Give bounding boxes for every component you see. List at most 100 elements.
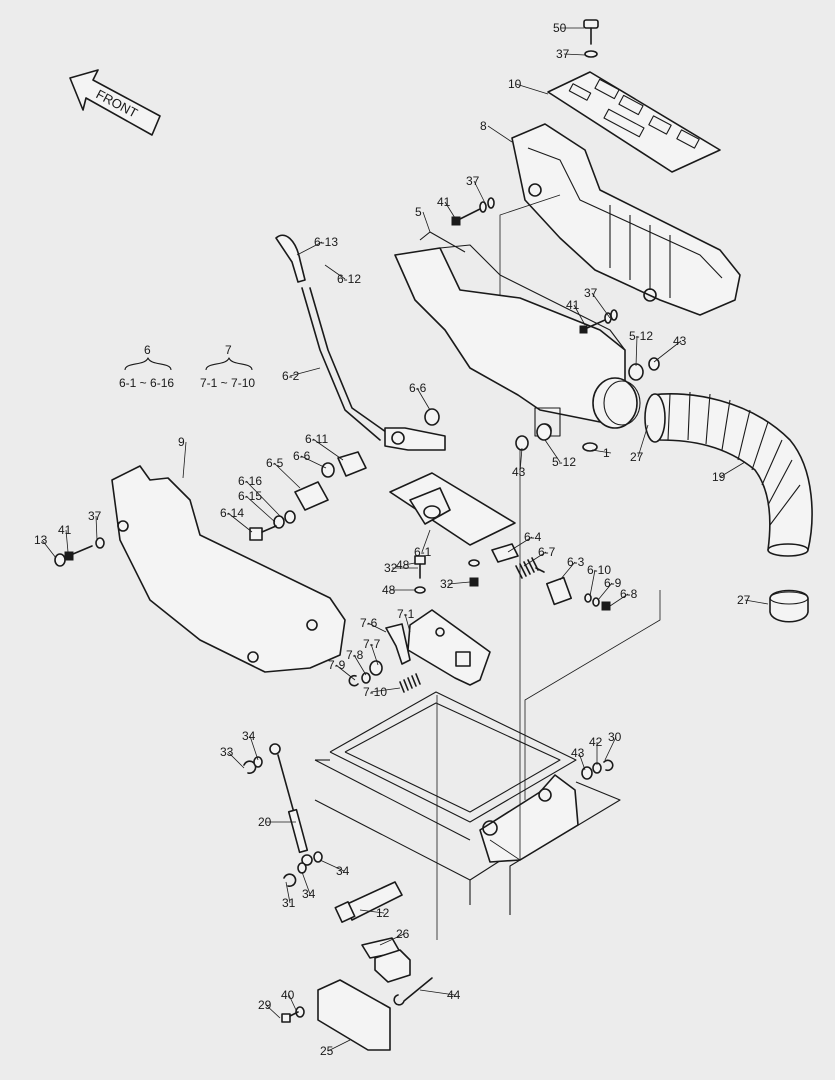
callout-leader xyxy=(744,599,769,605)
callout-label: 6-12 xyxy=(337,272,361,286)
callout-leader xyxy=(635,335,638,367)
callout-leader xyxy=(335,664,356,681)
callout-leader xyxy=(370,643,379,666)
callout-leader xyxy=(597,582,613,601)
callout-leader xyxy=(403,562,416,566)
callout-leader xyxy=(578,752,586,771)
callout-leader xyxy=(245,495,276,523)
callout-label: 7-6 xyxy=(360,616,378,630)
callout-leader xyxy=(591,292,611,319)
callout-label: 7-10 xyxy=(363,685,387,699)
callout-label: 9 xyxy=(178,435,185,449)
callout-label: 48 xyxy=(396,558,410,572)
callout-leader xyxy=(563,53,586,56)
callout-leader xyxy=(41,539,57,559)
callout-leader xyxy=(447,581,471,585)
callout-leader xyxy=(324,264,346,280)
callout-label: 7-9 xyxy=(328,658,346,672)
callout-leader xyxy=(285,881,291,904)
callout-leader xyxy=(265,1004,281,1019)
callout-label: 5-12 xyxy=(629,329,653,343)
bracket-6-1 xyxy=(389,472,516,546)
screw-50 xyxy=(583,19,599,58)
group-7-range: 7-1 ~ 7-10 xyxy=(200,376,255,390)
callout-leader xyxy=(288,994,297,1011)
callout-leader xyxy=(379,933,405,946)
callout-label: 6-6 xyxy=(293,449,311,463)
callout-label: 29 xyxy=(258,998,272,1012)
group-7-id: 7 xyxy=(225,343,232,357)
shaft-parts xyxy=(249,408,440,541)
panel-9 xyxy=(111,465,346,673)
callout-label: 50 xyxy=(553,21,567,35)
callout-label: 43 xyxy=(571,746,585,760)
callout-label: 43 xyxy=(673,334,687,348)
callout-label: 6-13 xyxy=(314,235,338,249)
callout-label: 6-1 xyxy=(414,545,432,559)
reference-lines xyxy=(436,194,661,940)
callout-leader xyxy=(65,529,69,553)
callout-label: 19 xyxy=(712,470,726,484)
lever-6-2 xyxy=(275,234,446,451)
callout-label: 26 xyxy=(396,927,410,941)
callout-label: 12 xyxy=(376,906,390,920)
callout-leader xyxy=(95,515,98,541)
plate-parts xyxy=(281,937,433,1051)
callout-label: 31 xyxy=(282,896,296,910)
callout-label: 34 xyxy=(242,729,256,743)
callout-leader xyxy=(487,125,513,143)
callout-leader xyxy=(249,735,259,761)
bracket-7-1 xyxy=(348,609,491,693)
callout-leader xyxy=(301,871,311,895)
callout-label: 33 xyxy=(220,745,234,759)
screw-41-mid xyxy=(579,309,618,334)
callout-leader xyxy=(591,449,612,454)
callout-leader xyxy=(367,622,387,633)
callout-leader xyxy=(604,736,617,761)
callout-label: 37 xyxy=(88,509,102,523)
callout-leader xyxy=(573,304,586,326)
callout-leader xyxy=(653,340,682,363)
callout-label: 20 xyxy=(258,815,272,829)
callout-label: 25 xyxy=(320,1044,334,1058)
callout-leader xyxy=(353,654,367,676)
strut-20 xyxy=(243,743,323,887)
callout-leader xyxy=(327,1039,351,1052)
callout-label: 6-11 xyxy=(305,432,328,446)
callout-label: 40 xyxy=(281,988,295,1002)
callout-label: 48 xyxy=(382,583,396,597)
callout-label: 13 xyxy=(34,533,48,547)
callout-label: 6-15 xyxy=(238,489,262,503)
callout-label: 42 xyxy=(589,735,603,749)
group-label-7: 7 7-1 ~ 7-10 xyxy=(200,343,255,390)
callout-label: 8 xyxy=(480,119,487,133)
callout-label: 6-7 xyxy=(538,545,556,559)
callout-leader xyxy=(523,551,547,567)
callout-label: 44 xyxy=(447,988,461,1002)
callout-label: 41 xyxy=(566,298,580,312)
callout-label: 41 xyxy=(58,523,72,537)
callout-label: 10 xyxy=(508,77,522,91)
callout-leader xyxy=(719,461,746,478)
callout-leader xyxy=(370,687,401,693)
callout-label: 7-7 xyxy=(363,637,381,651)
callout-label: 6-16 xyxy=(238,474,262,488)
callout-label: 27 xyxy=(630,450,644,464)
callout-leader xyxy=(559,561,576,581)
callout-leader xyxy=(609,593,629,607)
callout-leader xyxy=(589,569,596,597)
callout-leader xyxy=(312,438,344,461)
group-6-id: 6 xyxy=(144,343,151,357)
callout-leader xyxy=(300,455,327,469)
callout-label: 6-5 xyxy=(266,456,284,470)
callout-label: 37 xyxy=(556,47,570,61)
callout-label: 6-14 xyxy=(220,506,244,520)
hose-19 xyxy=(644,391,813,623)
callout-leader xyxy=(637,424,649,458)
callout-leader xyxy=(182,441,187,479)
callout-leader xyxy=(245,480,281,517)
callout-label: 37 xyxy=(584,286,598,300)
callout-leader xyxy=(422,211,431,233)
callout-label: 5 xyxy=(415,205,422,219)
